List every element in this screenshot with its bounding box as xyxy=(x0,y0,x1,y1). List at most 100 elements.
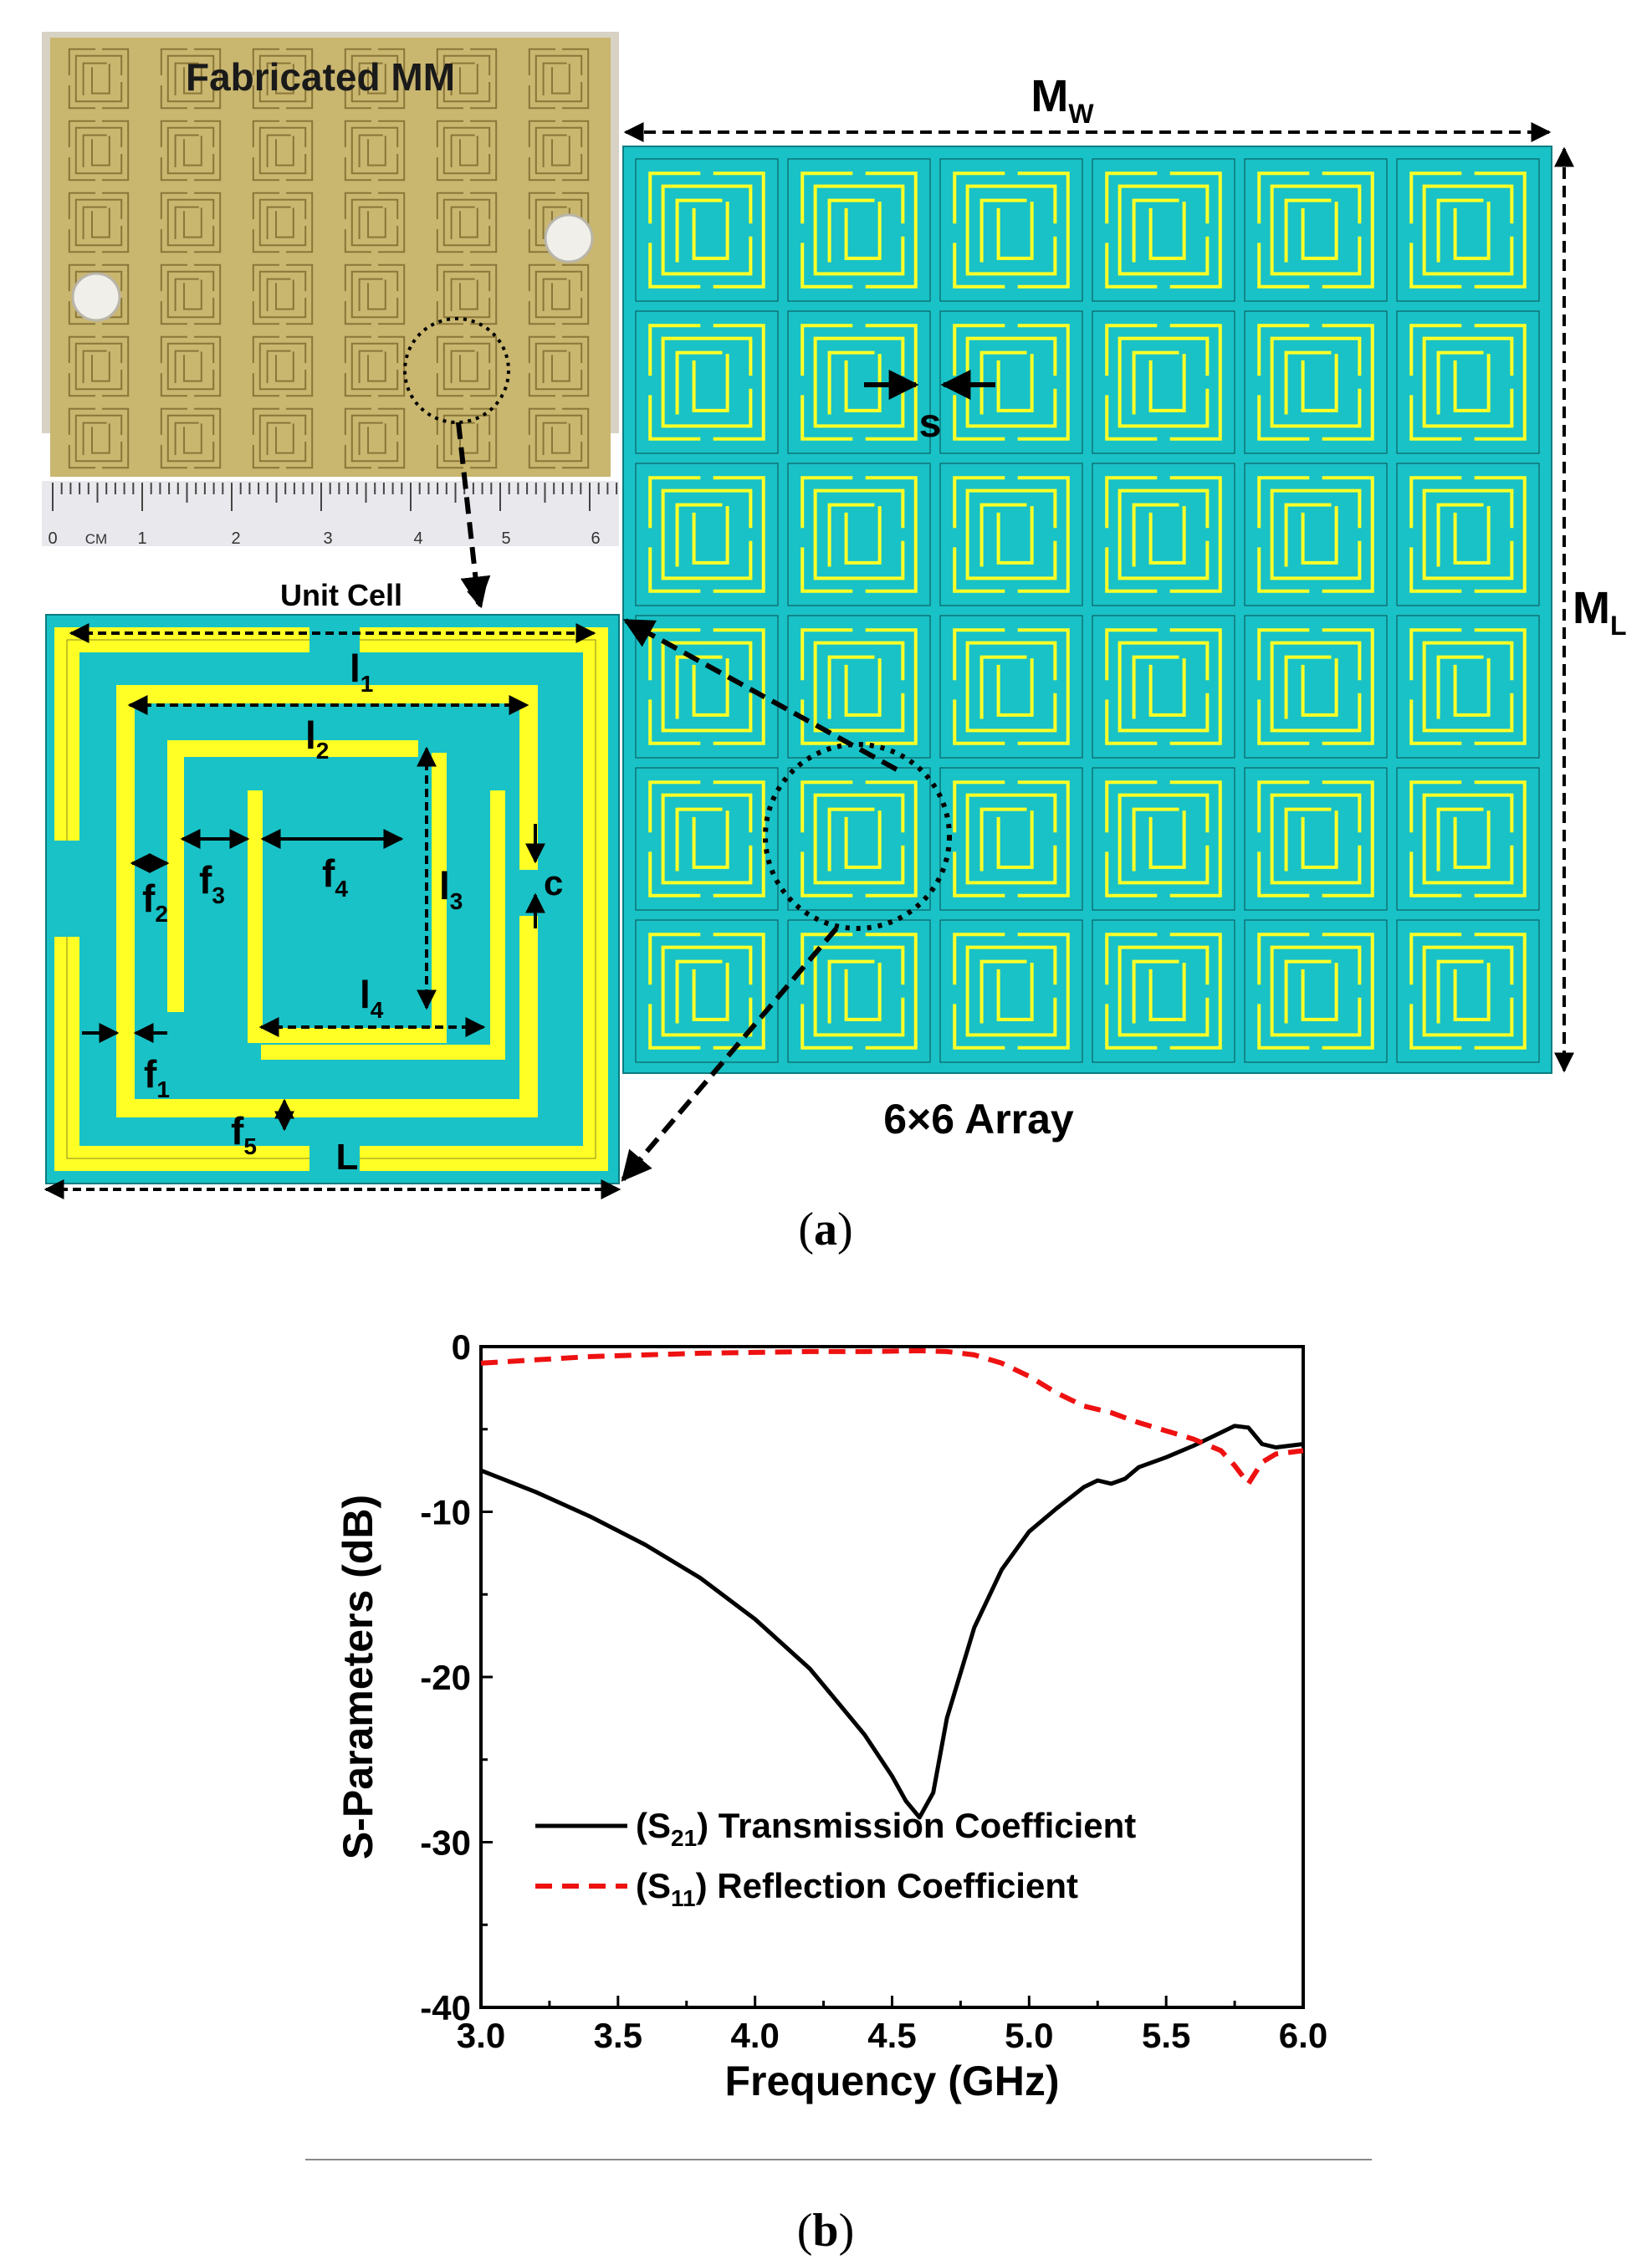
cell-inner-ring xyxy=(1436,503,1484,567)
cell-inner-u xyxy=(692,658,729,717)
cell-middle-ring xyxy=(1118,184,1210,276)
cell-middle-ring xyxy=(1422,184,1514,276)
cell-inner-u xyxy=(1453,963,1491,1021)
array-zoom-circle xyxy=(763,742,952,931)
cell-inner-u xyxy=(459,135,478,166)
cell-middle-ring xyxy=(442,54,491,103)
cell-inner-u xyxy=(91,423,110,454)
photo-unit-cell xyxy=(68,48,130,110)
array-unit-cell xyxy=(635,158,779,302)
photo-unit-cell xyxy=(528,263,590,325)
cell-inner-ring xyxy=(1132,655,1179,719)
cell-outer-ring xyxy=(160,48,222,110)
ruler-label-2: 2 xyxy=(231,529,240,548)
array-cell-border xyxy=(635,310,779,454)
cell-middle-ring xyxy=(166,342,215,391)
dim-f2-label: f2 xyxy=(142,877,168,927)
zoom-connector-bottom xyxy=(621,927,839,1182)
photo-unit-cell xyxy=(252,48,314,110)
cell-inner-ring xyxy=(358,134,383,167)
array-cell-border xyxy=(1396,615,1540,759)
array-unit-cell xyxy=(787,463,931,606)
cell-outer-ring xyxy=(1105,933,1222,1050)
photo-unit-cell xyxy=(160,335,222,397)
cell-inner-ring xyxy=(174,422,199,455)
cell-middle-ring xyxy=(1270,945,1362,1037)
cell-inner-ring xyxy=(358,422,383,455)
cell-inner-u xyxy=(1148,963,1186,1021)
photo-unit-cell xyxy=(528,120,590,182)
cell-inner-ring xyxy=(450,350,475,383)
cell-inner-u xyxy=(275,279,294,310)
cell-inner-ring xyxy=(1284,655,1332,719)
cell-inner-u xyxy=(844,963,882,1021)
cell-middle-ring xyxy=(661,336,753,428)
cell-outer-ring xyxy=(648,933,765,1050)
cell-middle-ring xyxy=(350,126,399,175)
cell-outer-ring xyxy=(160,192,222,253)
photo-unit-cell xyxy=(160,407,222,469)
cell-middle-ring xyxy=(661,488,753,580)
cell-inner-u xyxy=(275,351,294,382)
array-cell-border xyxy=(787,615,931,759)
cell-inner-u xyxy=(551,135,570,166)
cell-inner-ring xyxy=(979,503,1027,567)
array-unit-cell xyxy=(1396,463,1540,606)
photo-label: Fabricated MM xyxy=(186,55,455,99)
cell-inner-ring xyxy=(174,278,199,311)
array-unit-cell xyxy=(939,158,1083,302)
cell-outer-ring xyxy=(800,780,918,897)
cell-outer-ring xyxy=(344,48,406,110)
cell-outer-ring xyxy=(528,335,590,397)
cell-inner-u xyxy=(275,135,294,166)
figure-panel-a: Fabricated MM 0 CM 1 2 3 4 5 6 MW ML s 6… xyxy=(42,32,1627,1255)
cell-inner-u xyxy=(1301,658,1338,717)
cell-inner-ring xyxy=(266,278,291,311)
array-unit-cell xyxy=(1244,919,1388,1063)
cell-outer-ring xyxy=(953,171,1070,289)
array-cell-border xyxy=(1396,919,1540,1063)
array-cell-border xyxy=(787,767,931,911)
array-unit-cell xyxy=(1244,158,1388,302)
dim-l1-label: l1 xyxy=(350,647,373,697)
array-unit-cell xyxy=(1092,615,1235,759)
cell-outer-ring xyxy=(1409,933,1527,1050)
array-unit-cell xyxy=(1244,767,1388,911)
array-cell-border xyxy=(939,463,1083,606)
cell-middle-ring xyxy=(1422,336,1514,428)
cell-middle-ring xyxy=(965,793,1057,885)
dim-f3-label: f3 xyxy=(199,858,225,908)
cell-outer-ring xyxy=(1257,933,1374,1050)
cell-outer-ring xyxy=(1105,476,1222,593)
ruler-label-0: 0 xyxy=(48,529,57,548)
dim-c-label: c xyxy=(544,863,563,902)
cell-outer-ring xyxy=(344,263,406,325)
cell-outer-ring xyxy=(1409,628,1527,745)
array-unit-cell xyxy=(1092,919,1235,1063)
cell-inner-u xyxy=(183,351,202,382)
photo-unit-cell xyxy=(528,407,590,469)
cell-outer-ring xyxy=(648,171,765,289)
array-unit-cell xyxy=(635,310,779,454)
cell-inner-ring xyxy=(827,198,875,263)
cell-outer-ring xyxy=(953,780,1070,897)
s21-transmission-line xyxy=(480,1424,1304,1820)
array-cell-border xyxy=(1244,158,1388,302)
cell-inner-ring xyxy=(266,350,291,383)
cell-inner-ring xyxy=(1436,198,1484,263)
ruler-label-cm: CM xyxy=(85,531,107,547)
s11-reflection-line xyxy=(480,1347,1304,1486)
cell-inner-u xyxy=(459,351,478,382)
cell-inner-u xyxy=(1301,354,1338,412)
cell-inner-ring xyxy=(358,278,383,311)
cell-outer-ring xyxy=(648,476,765,593)
cell-inner-ring xyxy=(450,278,475,311)
y-tick-label: 0 xyxy=(452,1327,471,1367)
fabricated-photo: Fabricated MM 0 CM 1 2 3 4 5 6 xyxy=(42,32,645,548)
photo-unit-cell xyxy=(528,48,590,110)
cell-middle-ring xyxy=(1118,641,1210,733)
photo-unit-cell xyxy=(528,335,590,397)
cell-middle-ring xyxy=(1270,488,1362,580)
photo-unit-cell xyxy=(436,335,498,397)
cell-inner-ring xyxy=(1436,807,1484,872)
